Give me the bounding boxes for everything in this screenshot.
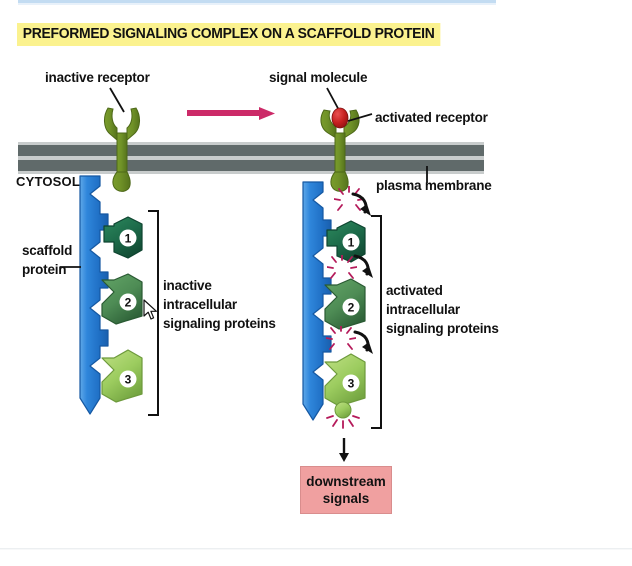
protein-3-number-right: 3 [348,377,355,391]
activation-arrow-2-to-3 [353,330,373,354]
bottom-divider [0,548,632,549]
page-title: PREFORMED SIGNALING COMPLEX ON A SCAFFOL… [17,23,441,46]
leader-line-plasma-membrane [426,166,428,183]
activation-arrow-receptor-to-1 [351,192,371,216]
inactive-receptor-icon [104,107,140,192]
signaling-protein-2-left: 2 [101,273,143,325]
downstream-label-line1: downstream [306,474,386,489]
activated-receptor-icon [320,107,360,192]
label-activated-group-line1: activated [386,283,443,298]
activation-spark-protein-1 [327,255,357,279]
window-chrome-bar [18,0,496,3]
label-inactive-receptor: inactive receptor [45,70,150,85]
downstream-label-line2: signals [322,491,370,506]
bracket-activated-proteins [371,215,382,429]
leader-line-scaffold-protein [60,266,81,268]
leader-line-activated-receptor [348,113,373,122]
signaling-protein-3-right: 3 [324,353,366,407]
membrane-band-outer [18,145,484,156]
signaling-protein-3-left: 3 [101,349,143,403]
signal-molecule-sphere [331,107,349,129]
membrane-band-inner [18,160,484,171]
membrane-edge-top [18,142,484,145]
label-activated-receptor: activated receptor [375,110,488,125]
label-cytosol: CYTOSOL [16,174,81,189]
label-scaffold-protein-line2: protein [22,262,67,277]
protein-2-number-left: 2 [125,296,132,310]
membrane-gap [18,156,484,160]
label-inactive-group-line1: inactive [163,278,212,293]
downstream-signal-emitter [326,401,360,429]
label-activated-group-line3: signaling proteins [386,321,499,336]
signaling-protein-2-right: 2 [324,278,366,330]
leader-line-inactive-receptor [109,87,125,113]
bracket-inactive-proteins [148,210,159,416]
label-inactive-group-line3: signaling proteins [163,316,276,331]
activation-arrow-1-to-2 [353,254,373,278]
label-inactive-group-line2: intracellular [163,297,237,312]
window-chrome-bar-shadow [18,3,496,5]
protein-3-number-left: 3 [125,373,132,387]
label-scaffold-protein-line1: scaffold [22,243,73,258]
signaling-protein-1-left: 1 [103,216,143,259]
membrane-edge-bottom [18,171,484,174]
signaling-protein-1-right: 1 [326,220,366,263]
mouse-cursor [143,299,157,320]
transition-arrow [187,107,275,120]
label-signal-molecule: signal molecule [269,70,368,85]
activation-spark-protein-2 [326,326,356,350]
scaffold-protein-right [302,181,332,421]
scaffold-protein-left [79,175,109,415]
protein-1-number-left: 1 [125,232,132,246]
downstream-signals-box: downstream signals [300,466,392,514]
downstream-arrow [339,438,349,462]
label-activated-group-line2: intracellular [386,302,460,317]
label-plasma-membrane: plasma membrane [376,178,492,193]
bottom-divider-shadow [0,549,632,550]
protein-2-number-right: 2 [348,301,355,315]
protein-1-number-right: 1 [348,236,355,250]
